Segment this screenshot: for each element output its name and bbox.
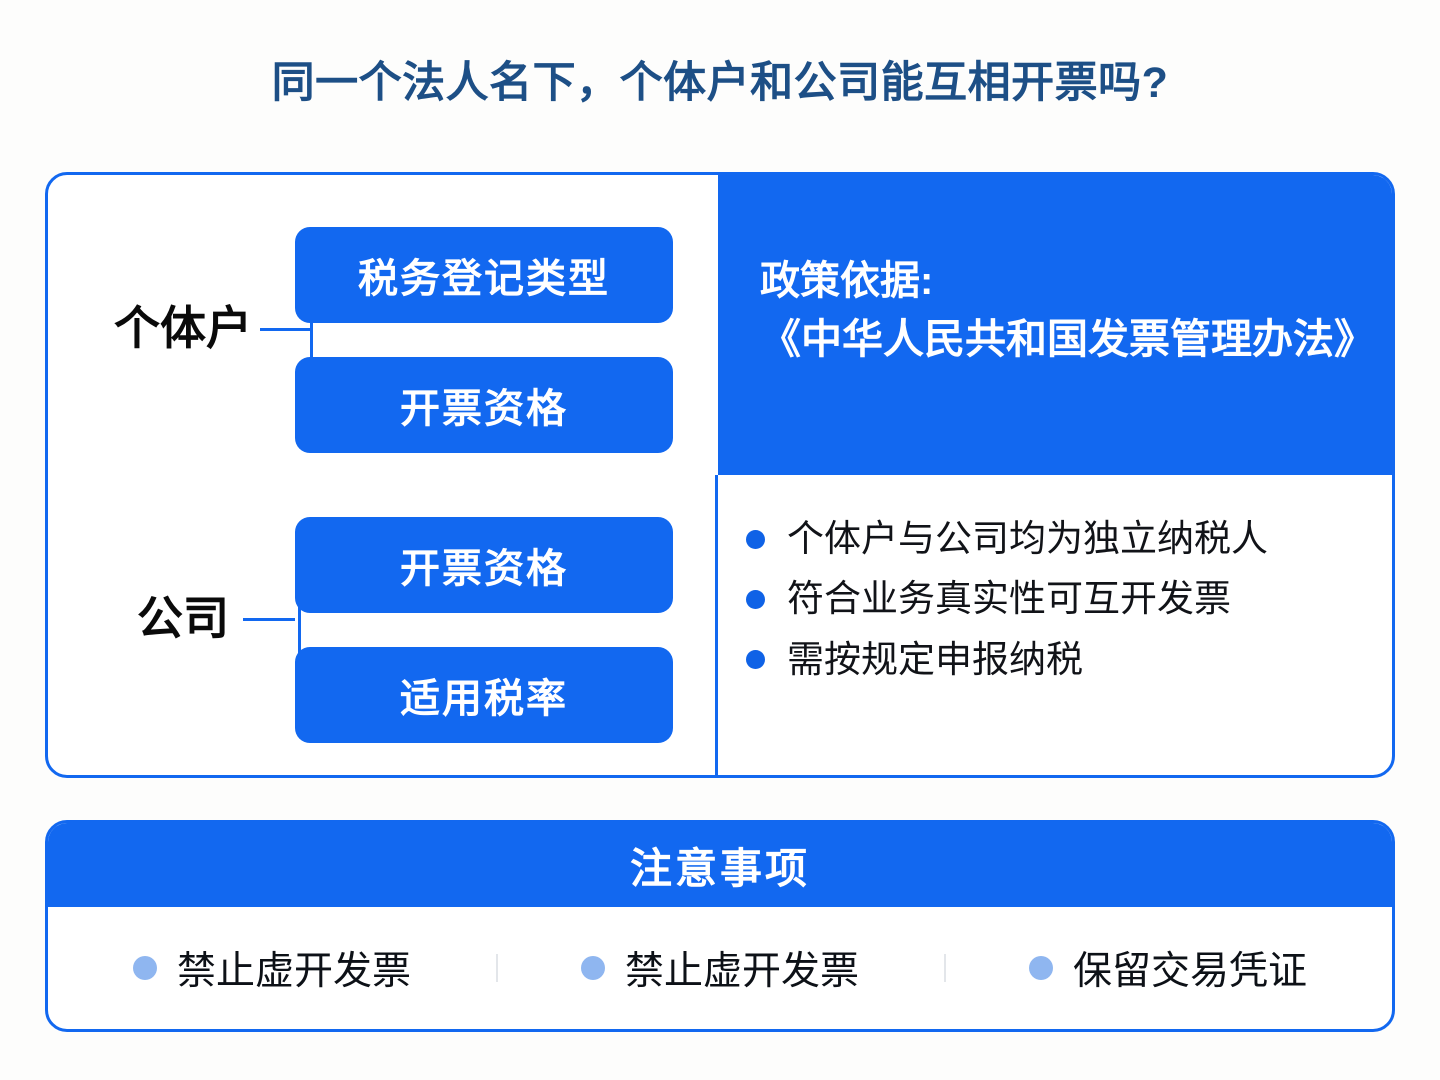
bullet-dot-icon bbox=[1028, 956, 1053, 980]
list-item: 禁止虚开发票 bbox=[48, 940, 496, 996]
facts-list: 个体户与公司均为独立纳税人 符合业务真实性可互开发票 需按规定申报纳税 bbox=[718, 475, 1392, 698]
attribute-box[interactable]: 开票资格 bbox=[295, 517, 673, 613]
list-item: 禁止虚开发票 bbox=[496, 940, 944, 996]
main-card: 个体户 税务登记类型 开票资格 公司 开票资格 适用税率 政策依据: 《中华人民… bbox=[45, 172, 1395, 778]
attribute-box[interactable]: 开票资格 bbox=[295, 357, 673, 453]
attribute-box[interactable]: 适用税率 bbox=[295, 647, 673, 743]
policy-heading: 政策依据: bbox=[760, 259, 934, 303]
list-item: 需按规定申报纳税 bbox=[746, 638, 1392, 682]
column-divider bbox=[715, 475, 718, 775]
connector-stem bbox=[260, 328, 312, 331]
bullet-dot-icon bbox=[746, 529, 765, 549]
entity-tree-column: 个体户 税务登记类型 开票资格 公司 开票资格 适用税率 bbox=[48, 175, 718, 775]
fact-text: 个体户与公司均为独立纳税人 bbox=[787, 518, 1268, 559]
list-item: 符合业务真实性可互开发票 bbox=[746, 577, 1392, 621]
bullet-dot-icon bbox=[580, 956, 605, 980]
notice-header: 注意事项 bbox=[48, 823, 1392, 907]
policy-column: 政策依据: 《中华人民共和国发票管理办法》 个体户与公司均为独立纳税人 符合业务… bbox=[718, 175, 1392, 775]
fact-text: 需按规定申报纳税 bbox=[787, 638, 1083, 680]
attribute-box[interactable]: 税务登记类型 bbox=[295, 227, 673, 323]
notice-text: 禁止虚开发票 bbox=[624, 950, 859, 993]
entity-group-label: 个体户 bbox=[114, 302, 252, 354]
bullet-dot-icon bbox=[746, 590, 765, 610]
entity-group-label: 公司 bbox=[137, 592, 229, 644]
entity-group-company: 公司 开票资格 适用税率 bbox=[48, 495, 718, 743]
bullet-dot-icon bbox=[746, 650, 765, 670]
bullet-dot-icon bbox=[132, 956, 157, 980]
entity-group-individual: 个体户 税务登记类型 开票资格 bbox=[48, 205, 718, 453]
notice-text: 保留交易凭证 bbox=[1072, 950, 1307, 993]
notice-card: 注意事项 禁止虚开发票 禁止虚开发票 保留交易凭证 bbox=[45, 820, 1395, 1032]
page-title: 同一个法人名下，个体户和公司能互相开票吗? bbox=[271, 59, 1169, 107]
fact-text: 符合业务真实性可互开发票 bbox=[787, 578, 1231, 620]
policy-header: 政策依据: 《中华人民共和国发票管理办法》 bbox=[718, 175, 1392, 475]
policy-document-name: 《中华人民共和国发票管理办法》 bbox=[760, 315, 1375, 362]
notice-items: 禁止虚开发票 禁止虚开发票 保留交易凭证 bbox=[48, 907, 1392, 1029]
list-item: 个体户与公司均为独立纳税人 bbox=[746, 517, 1392, 561]
notice-text: 禁止虚开发票 bbox=[176, 950, 411, 993]
connector-stem bbox=[243, 618, 295, 621]
list-item: 保留交易凭证 bbox=[944, 940, 1392, 996]
